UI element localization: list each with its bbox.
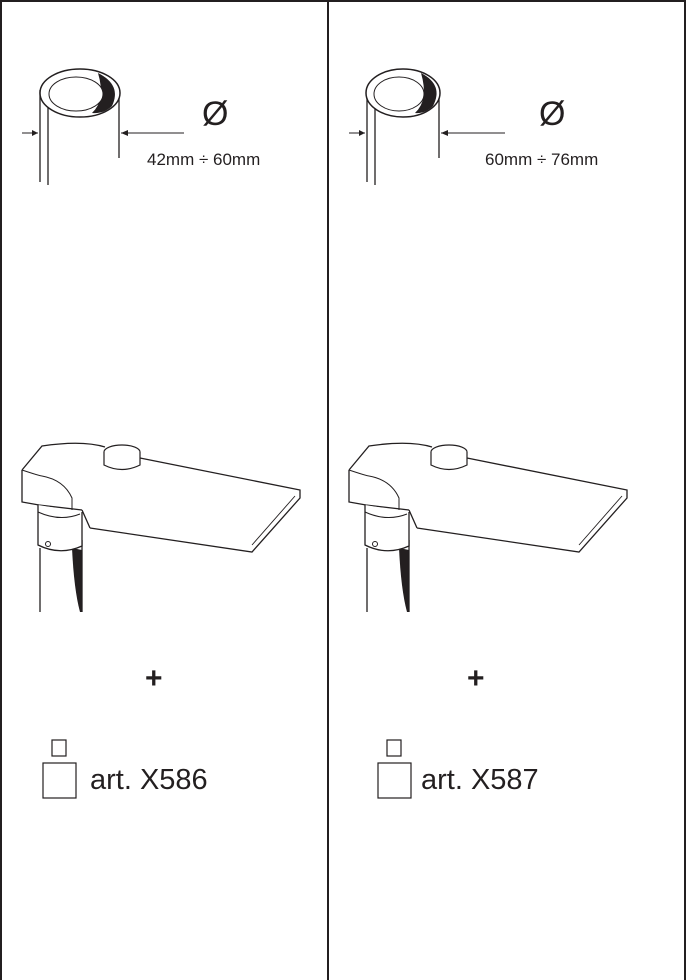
- pipe-diameter-icon: [349, 68, 505, 185]
- adapter-icon: [42, 739, 77, 799]
- diameter-range: 42mm ÷ 60mm: [147, 150, 261, 169]
- diameter-range: 60mm ÷ 76mm: [485, 150, 599, 169]
- street-lamp-icon: [21, 442, 301, 612]
- plus-sign: +: [145, 662, 163, 695]
- panel-right: Ø 60mm ÷ 76mm + art. X587: [329, 0, 654, 980]
- panel-divider: [327, 0, 329, 980]
- plus-sign: +: [467, 662, 485, 695]
- diameter-symbol: Ø: [539, 95, 566, 133]
- pipe-diameter-icon: [22, 68, 184, 185]
- article-label: art. X586: [90, 764, 208, 796]
- article-label: art. X587: [421, 764, 539, 796]
- diameter-symbol: Ø: [202, 95, 229, 133]
- adapter-icon: [377, 739, 412, 799]
- street-lamp-icon: [348, 442, 628, 612]
- panel-left: Ø 42mm ÷ 60mm + art. X586: [2, 0, 327, 980]
